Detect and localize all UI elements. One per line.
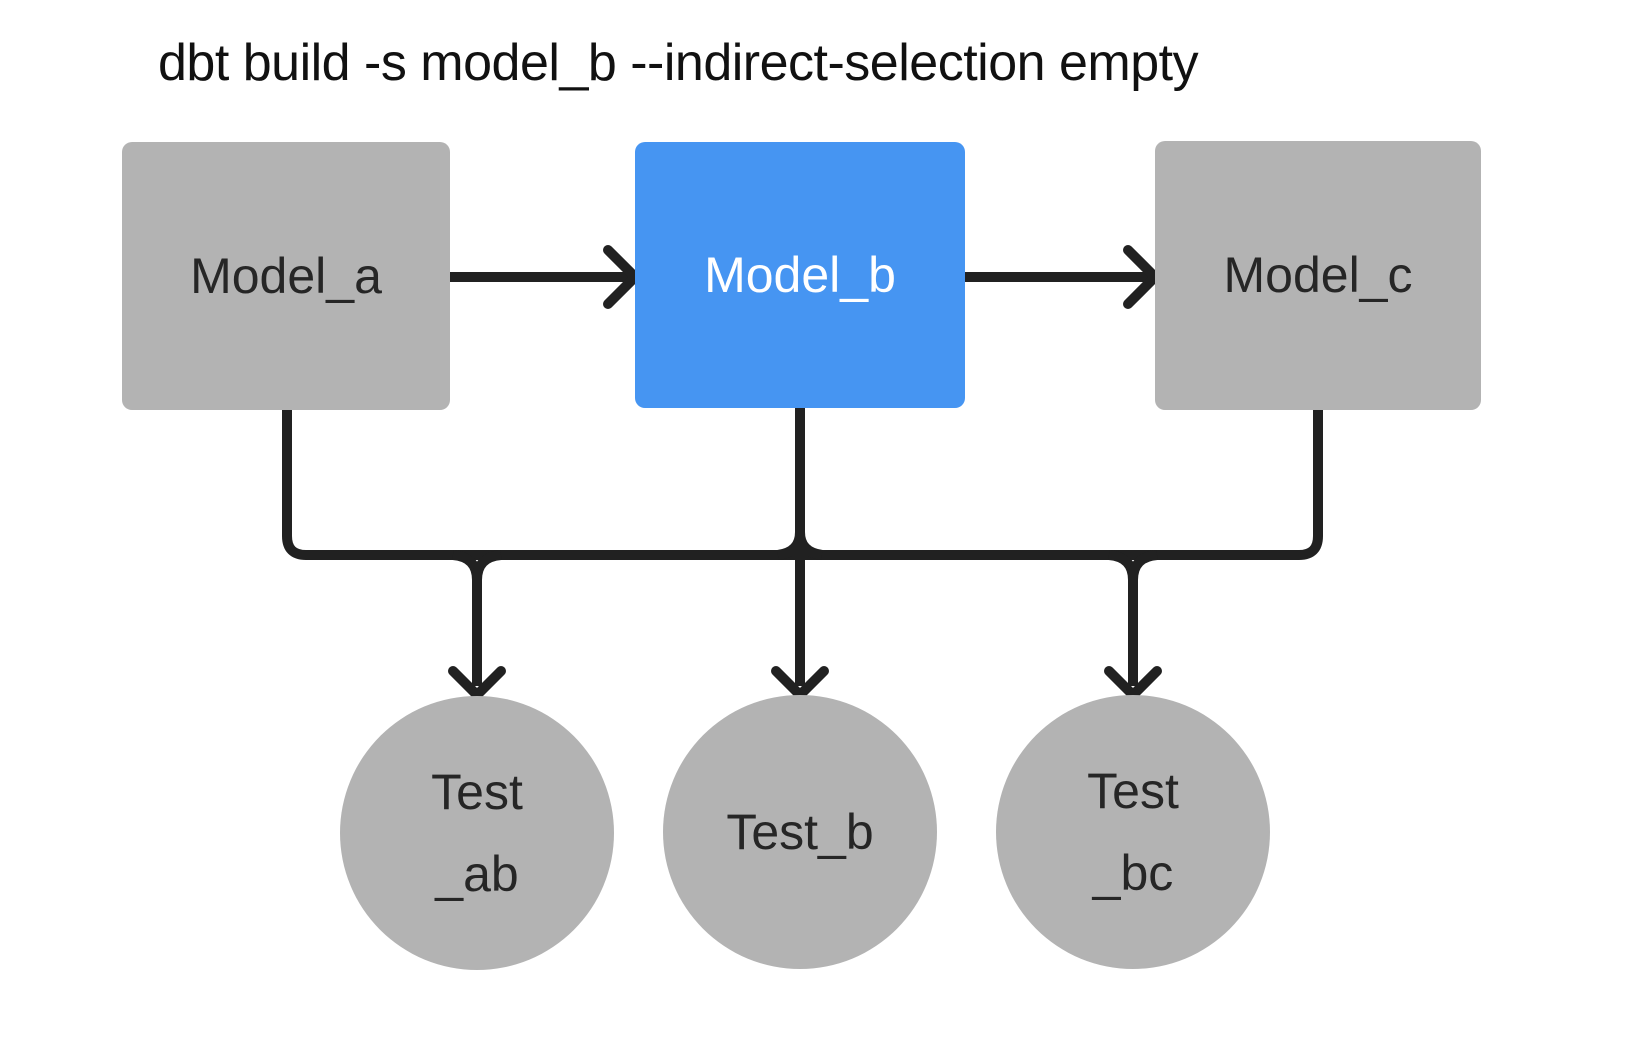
- edge-funnel-test-ab-right: [472, 550, 502, 581]
- node-test-b: Test_b: [663, 695, 937, 969]
- node-model-b: Model_b: [635, 142, 965, 408]
- node-test-bc-line1: Test: [1087, 763, 1179, 819]
- node-model-c-label: Model_c: [1223, 247, 1413, 303]
- node-test-bc: Test _bc: [996, 695, 1270, 969]
- node-test-b-label: Test_b: [726, 804, 874, 860]
- diagram-title: dbt build -s model_b --indirect-selectio…: [158, 34, 1199, 92]
- node-test-bc-label: Test _bc: [1087, 750, 1179, 914]
- arrowhead-test-ab: [448, 666, 506, 700]
- node-test-bc-line2: _bc: [1092, 845, 1174, 901]
- node-model-a-label: Model_a: [190, 247, 382, 304]
- node-model-a: Model_a: [122, 142, 450, 410]
- node-test-ab-line2: _ab: [435, 846, 519, 902]
- edge-funnel-test-bc-right: [1128, 550, 1158, 581]
- node-test-ab-label: Test _ab: [431, 751, 523, 915]
- node-test-ab-line1: Test: [431, 764, 523, 820]
- node-model-c: Model_c: [1155, 141, 1481, 410]
- node-test-ab: Test _ab: [340, 696, 614, 970]
- node-model-b-label: Model_b: [704, 246, 896, 303]
